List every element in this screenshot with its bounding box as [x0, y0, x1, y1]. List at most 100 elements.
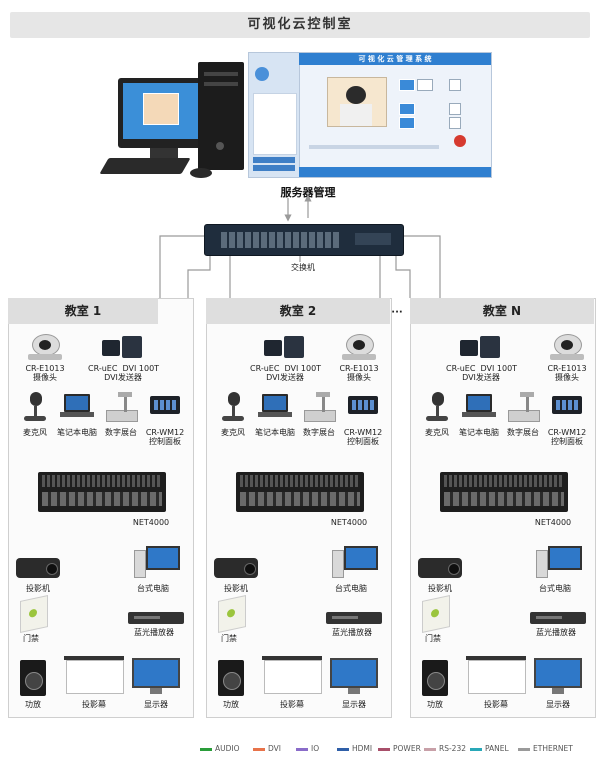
- room-1-laptop: [60, 392, 94, 422]
- legend-io: IO: [296, 744, 319, 753]
- room-2-projector-label: 投影机: [224, 584, 248, 593]
- room-3-projector: [418, 558, 462, 578]
- room-2-laptop-label: 笔记本电脑: [255, 428, 295, 437]
- room-1-amplifier: [20, 660, 46, 696]
- legend-swatch: [200, 747, 212, 751]
- legend-label: PANEL: [485, 744, 509, 753]
- room-3-monitor: [534, 658, 582, 696]
- room-1-desktop-label: 台式电脑: [137, 584, 169, 593]
- legend-label: ETHERNET: [533, 744, 573, 753]
- room-2-desktop: [332, 546, 378, 578]
- room-1-camera: [28, 334, 62, 360]
- room-2-control-panel-label: CR-WM12 控制面板: [343, 428, 383, 446]
- room-1-laptop-label: 笔记本电脑: [57, 428, 97, 437]
- room-1-header: 教室 1: [8, 298, 158, 324]
- room-3-dvi-sender-label: CR-uEC DVI 100T DVI发送器: [446, 364, 518, 382]
- room-2-visualizer: [302, 392, 336, 422]
- room-2-camera-label: CR-E1013 摄像头: [339, 364, 379, 382]
- legend-swatch: [470, 747, 482, 751]
- room-3-desktop-label: 台式电脑: [539, 584, 571, 593]
- room-3-camera: [550, 334, 584, 360]
- room-2-dvi-sender-label: CR-uEC DVI 100T DVI发送器: [250, 364, 322, 382]
- legend-rs-232: RS-232: [424, 744, 466, 753]
- room-3-screen-label: 投影幕: [484, 700, 508, 709]
- room-3-projector-label: 投影机: [428, 584, 452, 593]
- room-3-amp-label: 功放: [427, 700, 443, 709]
- server-tower: [198, 62, 244, 170]
- room-2-screen-label: 投影幕: [280, 700, 304, 709]
- room-1-control-panel: [148, 392, 182, 422]
- room-1-bluray-label: 蓝光播放器: [134, 628, 174, 637]
- room-1-door-access: [20, 595, 48, 633]
- room-2-amplifier: [218, 660, 244, 696]
- room-2-door-access: [218, 595, 246, 633]
- room-2-net4000-label: NET4000: [330, 518, 368, 527]
- legend-swatch: [424, 747, 436, 751]
- room-1-dvi-sender: [102, 336, 142, 360]
- room-3-laptop: [462, 392, 496, 422]
- room-2-monitor: [330, 658, 378, 696]
- room-3-microphone-label: 麦克风: [425, 428, 449, 437]
- room-ellipsis: ···: [391, 307, 403, 318]
- legend-label: IO: [311, 744, 320, 753]
- legend-swatch: [296, 747, 308, 751]
- room-1-camera-label: CR-E1013 摄像头: [25, 364, 65, 382]
- room-2-net4000: [236, 472, 364, 512]
- legend-label: DVI: [268, 744, 281, 753]
- room-2-monitor-label: 显示器: [342, 700, 366, 709]
- room-1-amp-label: 功放: [25, 700, 41, 709]
- room-3-control-panel-label: CR-WM12 控制面板: [547, 428, 587, 446]
- room-2-visualizer-label: 数字展台: [303, 428, 335, 437]
- legend-swatch: [518, 747, 530, 751]
- room-3-amplifier: [422, 660, 448, 696]
- room-3-bluray-player: [530, 612, 586, 624]
- room-1-projector-label: 投影机: [26, 584, 50, 593]
- room-2-projection-screen: [262, 656, 322, 696]
- room-3-header: 教室 N: [410, 298, 594, 324]
- server-management-label: 服务器管理: [280, 186, 336, 199]
- room-1-monitor: [132, 658, 180, 696]
- room-2-projector: [214, 558, 258, 578]
- switch-roomN-link-b: [395, 254, 411, 298]
- server-mouse: [190, 168, 212, 178]
- legend-swatch: [378, 747, 390, 751]
- switch-roomN-link-a: [402, 235, 441, 298]
- room-1-dvi-sender-label: CR-uEC DVI 100T DVI发送器: [88, 364, 160, 382]
- room-2-desktop-label: 台式电脑: [335, 584, 367, 593]
- legend-label: RS-232: [439, 744, 466, 753]
- room-1-projector: [16, 558, 60, 578]
- room-3-desktop: [536, 546, 582, 578]
- room-3-door-access: [422, 595, 450, 633]
- legend-panel: PANEL: [470, 744, 509, 753]
- room-3-projection-screen: [466, 656, 526, 696]
- legend-label: HDMI: [352, 744, 373, 753]
- room-2-microphone: [216, 392, 250, 422]
- room-3-dvi-sender: [460, 336, 500, 360]
- room-1-desktop: [134, 546, 180, 578]
- legend-power: POWER: [378, 744, 421, 753]
- legend-swatch: [337, 747, 349, 751]
- room-1-net4000-label: NET4000: [132, 518, 170, 527]
- legend-ethernet: ETHERNET: [518, 744, 573, 753]
- room-3-net4000: [440, 472, 568, 512]
- room-3-visualizer: [506, 392, 540, 422]
- room-2-control-panel: [346, 392, 380, 422]
- room-3-door-label: 门禁: [425, 634, 441, 643]
- room-2-amp-label: 功放: [223, 700, 239, 709]
- room-2-microphone-label: 麦克风: [221, 428, 245, 437]
- management-app-title: 可 视 化 云 管 理 系 统: [358, 55, 432, 63]
- legend-dvi: DVI: [253, 744, 281, 753]
- room-3-control-panel: [550, 392, 584, 422]
- room-1-control-panel-label: CR-WM12 控制面板: [145, 428, 185, 446]
- legend-swatch: [253, 747, 265, 751]
- room-2-dvi-sender: [264, 336, 304, 360]
- room-1-projection-screen: [64, 656, 124, 696]
- room-2-header: 教室 2: [206, 298, 390, 324]
- room-1-net4000: [38, 472, 166, 512]
- room-3-camera-label: CR-E1013 摄像头: [547, 364, 587, 382]
- network-switch: [204, 224, 404, 256]
- room-3-bluray-label: 蓝光播放器: [536, 628, 576, 637]
- room-1-microphone-label: 麦克风: [23, 428, 47, 437]
- legend-hdmi: HDMI: [337, 744, 372, 753]
- room-1-screen-label: 投影幕: [82, 700, 106, 709]
